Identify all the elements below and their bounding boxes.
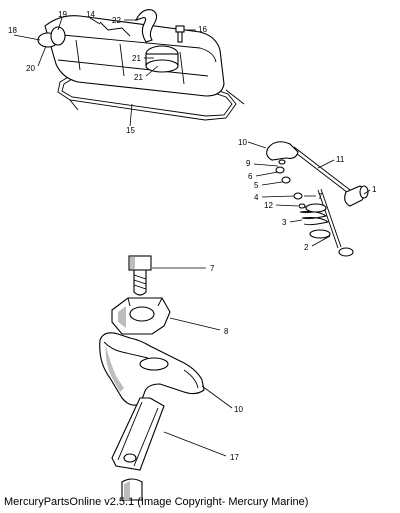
callout-19: 20 — [26, 64, 35, 73]
callout-10-small: 10 — [238, 138, 247, 147]
callout-16: 17 — [230, 453, 239, 462]
callout-6: 6 — [248, 172, 253, 181]
callout-9: 9 — [246, 159, 251, 168]
rocker-arm-assembly-small — [266, 141, 369, 257]
callout-7: 7 — [210, 264, 215, 273]
leader-lines — [13, 17, 371, 457]
callout-5: 5 — [254, 181, 259, 190]
callout-20: 21 — [134, 73, 143, 82]
callout-3: 3 — [282, 218, 287, 227]
callout-21: 21 — [132, 54, 141, 63]
callout-10: 10 — [234, 405, 243, 414]
callout-14: 15 — [126, 126, 135, 135]
callout-4: 4 — [254, 193, 259, 202]
callout-12: 12 — [264, 201, 273, 210]
rocker-arm-large — [99, 332, 205, 406]
copyright-caption: MercuryPartsOnline v2.5.1 (Image Copyrig… — [4, 496, 309, 508]
callout-labels: 18 19 14 22 16 20 21 21 15 10 11 9 6 5 4… — [8, 10, 377, 462]
callout-13: 14 — [86, 10, 95, 19]
push-rod-guide — [111, 397, 165, 471]
callout-2: 2 — [304, 243, 309, 252]
pivot-seat — [111, 297, 171, 335]
callout-8: 8 — [224, 327, 229, 336]
callout-18: 19 — [58, 10, 67, 19]
callout-15: 16 — [198, 25, 207, 34]
callout-22: 22 — [112, 16, 121, 25]
callout-17: 18 — [8, 26, 17, 35]
callout-7-small: 7 — [318, 192, 323, 201]
rocker-bolt — [128, 255, 152, 296]
callout-1: 1 — [372, 185, 377, 194]
callout-11: 11 — [336, 155, 345, 164]
valve-cover — [37, 9, 245, 121]
lower-part — [121, 478, 143, 501]
